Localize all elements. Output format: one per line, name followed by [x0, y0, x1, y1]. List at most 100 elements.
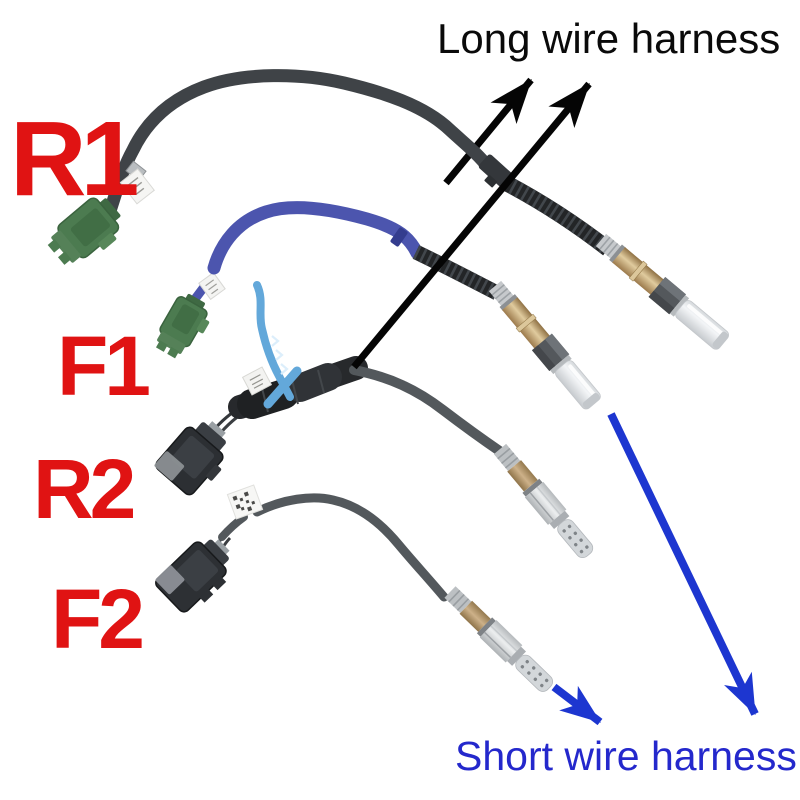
bronze-section — [507, 460, 538, 492]
f1-mini-tag — [198, 271, 226, 301]
crimp-ribs — [491, 284, 512, 304]
tape-patch — [155, 565, 185, 595]
vent-hole — [574, 543, 578, 547]
vent-hole — [525, 660, 529, 664]
connector-latch — [206, 464, 222, 481]
step-ring — [549, 510, 570, 529]
white-tag — [241, 366, 273, 396]
connector-tab — [199, 589, 214, 603]
f1-corrugated-ribs — [412, 245, 501, 300]
vent-hole — [585, 545, 589, 549]
part-label-r2: R2 — [33, 442, 134, 536]
r1-sensor-probe — [595, 233, 729, 350]
zip-tie — [253, 281, 302, 409]
long-harness-arrow-1 — [443, 77, 534, 186]
tape-patch — [154, 451, 185, 481]
connector-prong — [47, 239, 62, 253]
connector-prong — [167, 346, 180, 359]
vent-hole — [520, 665, 525, 669]
crimp-sleeve — [444, 586, 472, 614]
vent-hole — [568, 536, 572, 540]
long-harness-arrow-2 — [351, 81, 592, 370]
connector-neck — [97, 198, 121, 223]
perforated-tip — [515, 654, 554, 692]
annotation-long-wire-harness: Long wire harness — [437, 15, 780, 62]
cap-base-ring — [669, 295, 690, 317]
vent-hole — [532, 666, 536, 670]
vent-hole — [562, 529, 566, 533]
part-label-f2: F2 — [51, 572, 142, 666]
qr-pattern — [232, 491, 256, 512]
r2-sensor-probe — [493, 443, 594, 559]
vent-hole — [527, 671, 531, 675]
tag-print — [249, 374, 264, 389]
vent-hole — [540, 683, 544, 688]
connector-latch — [98, 232, 117, 250]
hex-facet-top — [544, 333, 570, 361]
collar — [499, 294, 519, 311]
hex-facet-bottom — [648, 290, 675, 315]
connector-front — [157, 331, 186, 354]
r1-green-connector — [47, 197, 121, 265]
vent-hole — [573, 531, 578, 536]
fitting-clip — [484, 174, 498, 188]
f2-sensor-probe — [444, 586, 554, 692]
r2-bundle-tag — [241, 366, 273, 396]
r1-cable — [102, 69, 495, 221]
ring — [522, 478, 543, 497]
crimp-sleeve — [493, 443, 521, 471]
protective-cap — [555, 360, 601, 410]
crimp-ribs — [448, 589, 470, 611]
o2-sensor-r1 — [47, 69, 729, 350]
part-label-f1: F1 — [57, 319, 149, 413]
hex-body — [524, 481, 567, 525]
connector-front — [51, 230, 81, 263]
connector-crimp — [212, 539, 230, 557]
tag-print — [128, 177, 145, 195]
brass-ring — [628, 260, 648, 282]
connector-prong — [58, 251, 72, 265]
perforated-tip — [557, 519, 594, 559]
hex-facet-line — [529, 492, 554, 521]
hex-facet-line — [536, 486, 561, 516]
hex-facet-bottom — [531, 345, 556, 371]
hex-facet-line — [490, 625, 518, 652]
white-tag — [198, 271, 226, 301]
o2-sensor-f2 — [155, 484, 554, 692]
connector-neck — [202, 539, 229, 567]
r2-cable — [349, 365, 506, 457]
qr-sticker — [226, 484, 264, 520]
hex-nut — [531, 333, 570, 371]
vent-hole — [579, 538, 583, 542]
vent-hole — [533, 677, 538, 681]
crimp-ribs — [497, 447, 519, 469]
connector-inner — [176, 550, 219, 592]
f2-black-connector — [155, 539, 230, 613]
f2-cable — [252, 493, 449, 602]
o2-sensor-f1 — [155, 201, 601, 410]
f2-qr-label — [226, 484, 264, 520]
bronze-section — [459, 600, 491, 632]
r1-cable-tag — [119, 168, 155, 205]
tag-print — [205, 279, 219, 295]
cap-highlight — [568, 364, 596, 396]
vent-hole — [538, 672, 542, 676]
f2-cable-stub — [218, 513, 248, 541]
r2-tape-wrap — [286, 363, 342, 402]
connector-inner — [70, 208, 110, 247]
crimp-ribs — [599, 236, 619, 257]
ring — [476, 617, 496, 637]
hex-facet-top — [659, 276, 686, 302]
clamp — [390, 227, 408, 247]
cap-tip — [712, 331, 729, 349]
collar — [609, 244, 626, 264]
f1-green-connector — [155, 294, 210, 359]
cap-tip — [582, 392, 601, 409]
step-ring — [507, 646, 527, 666]
vent-hole — [567, 524, 572, 529]
r2-black-connector — [154, 421, 226, 496]
vent-hole — [579, 549, 584, 554]
connector-neck — [193, 422, 226, 453]
annotation-short-wire-harness: Short wire harness — [455, 733, 797, 779]
